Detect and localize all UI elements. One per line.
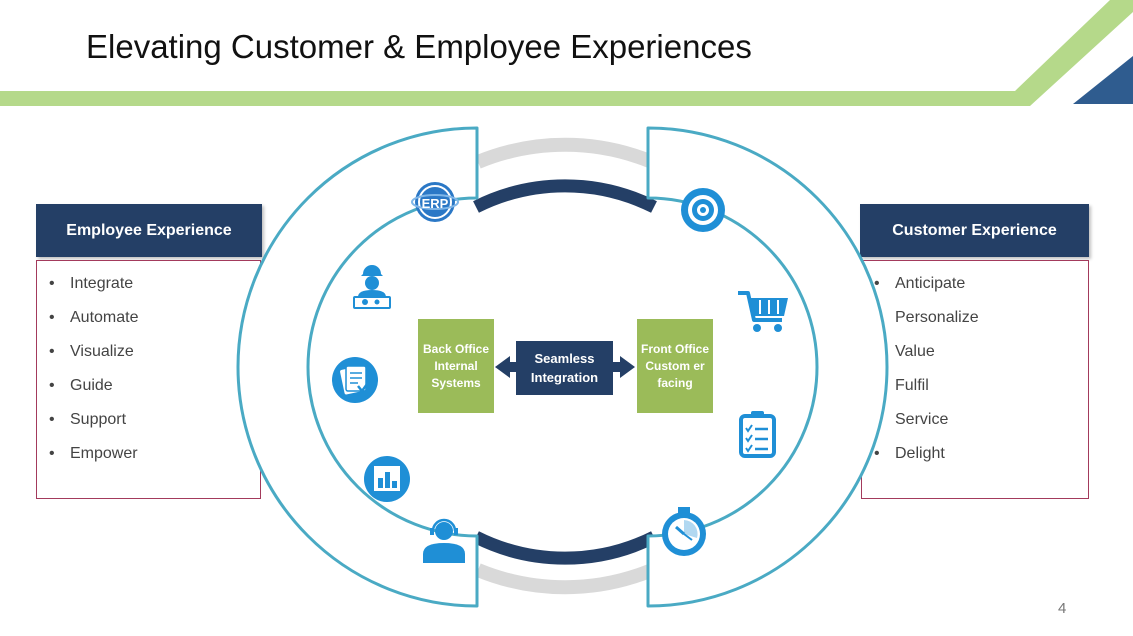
bottom-grey-arc xyxy=(475,563,655,595)
header-blue-triangle xyxy=(1073,56,1133,104)
employee-heading-label: Employee Experience xyxy=(66,221,232,239)
checklist-icon xyxy=(739,411,776,458)
target-icon xyxy=(681,188,725,232)
seamless-integration-label: Seamless Integration xyxy=(530,351,599,385)
support-agent-icon xyxy=(423,518,465,563)
list-item: Anticipate xyxy=(862,275,1088,309)
left-half-ring xyxy=(236,126,479,608)
bar-chart-icon xyxy=(364,456,410,502)
back-office-label: Back Office Internal Systems xyxy=(422,341,490,390)
back-office-box: Back Office Internal Systems xyxy=(418,319,494,413)
bottom-navy-arc xyxy=(473,531,657,565)
top-navy-arc xyxy=(473,179,657,213)
customer-experience-list: Anticipate Personalize Value Fulfil Serv… xyxy=(861,260,1089,499)
slide-title: Elevating Customer & Employee Experience… xyxy=(86,28,752,65)
top-grey-arc xyxy=(475,137,655,169)
list-item: Automate xyxy=(37,309,260,343)
front-office-box: Front Office Custom er facing xyxy=(637,319,713,413)
front-office-label: Front Office Custom er facing xyxy=(641,341,709,390)
list-item: Integrate xyxy=(37,275,260,309)
list-item: Guide xyxy=(37,377,260,411)
customer-heading-label: Customer Experience xyxy=(892,221,1057,239)
employee-experience-list: Integrate Automate Visualize Guide Suppo… xyxy=(36,260,261,499)
right-half-ring xyxy=(646,126,889,608)
seamless-integration-box: Seamless Integration xyxy=(516,341,613,395)
worker-icon xyxy=(353,265,391,309)
list-item: Support xyxy=(37,411,260,445)
page-number: 4 xyxy=(1058,600,1067,617)
employee-experience-heading: Employee Experience xyxy=(36,204,262,257)
erp-icon-label: ERP xyxy=(422,196,449,211)
stopwatch-icon xyxy=(662,507,706,556)
list-item: Visualize xyxy=(37,343,260,377)
header-green-stripe xyxy=(0,0,1133,106)
shopping-cart-icon xyxy=(738,291,788,332)
list-item: Empower xyxy=(37,445,260,479)
erp-icon: ERP xyxy=(411,182,459,222)
customer-experience-heading: Customer Experience xyxy=(860,204,1089,257)
list-item: Delight xyxy=(862,445,1088,479)
documents-icon xyxy=(332,357,378,403)
